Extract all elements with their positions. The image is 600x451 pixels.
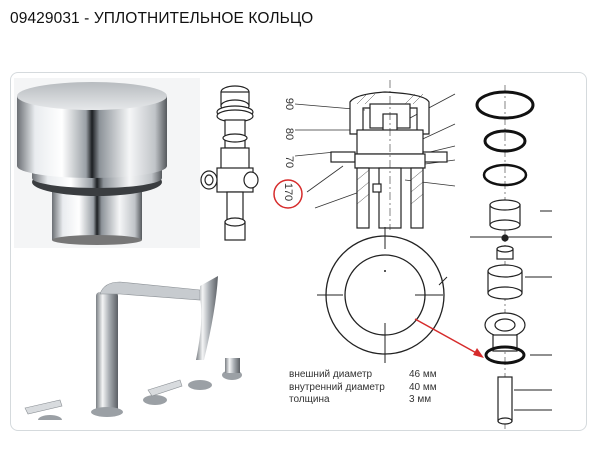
page-title: 09429031 - УПЛОТНИТЕЛЬНОЕ КОЛЬЦО: [10, 10, 314, 27]
spec-label: внешний диаметр: [289, 369, 373, 380]
spec-row-thickness: толщина 3 мм: [289, 394, 469, 407]
cross-section-drawing: [295, 80, 456, 230]
spec-label: толщина: [289, 394, 330, 405]
dimension-specs: внешний диаметр 46 мм внутренний диаметр…: [289, 369, 469, 407]
callout-80: 80: [283, 127, 296, 141]
callout-90: 90: [283, 97, 296, 111]
chrome-knob-image: [14, 78, 200, 248]
red-pointer-arrow: [414, 318, 484, 358]
spec-value: 40 мм: [409, 381, 437, 393]
o-ring-dimension-drawing: [317, 227, 448, 363]
spec-value: 46 мм: [409, 369, 437, 380]
spec-row-inner-diameter: внутренний диаметр 40 мм: [289, 382, 469, 395]
spec-row-outer-diameter: внешний диаметр 46 мм: [289, 369, 469, 382]
faucet-set-image: [24, 276, 242, 420]
callout-70: 70: [283, 155, 296, 169]
spec-label: внутренний диаметр: [289, 381, 385, 393]
exploded-parts-drawing: [470, 85, 552, 430]
callout-highlight-circle: [273, 179, 303, 209]
valve-cartridge-drawing: [200, 85, 259, 241]
spec-value: 3 мм: [409, 394, 432, 405]
